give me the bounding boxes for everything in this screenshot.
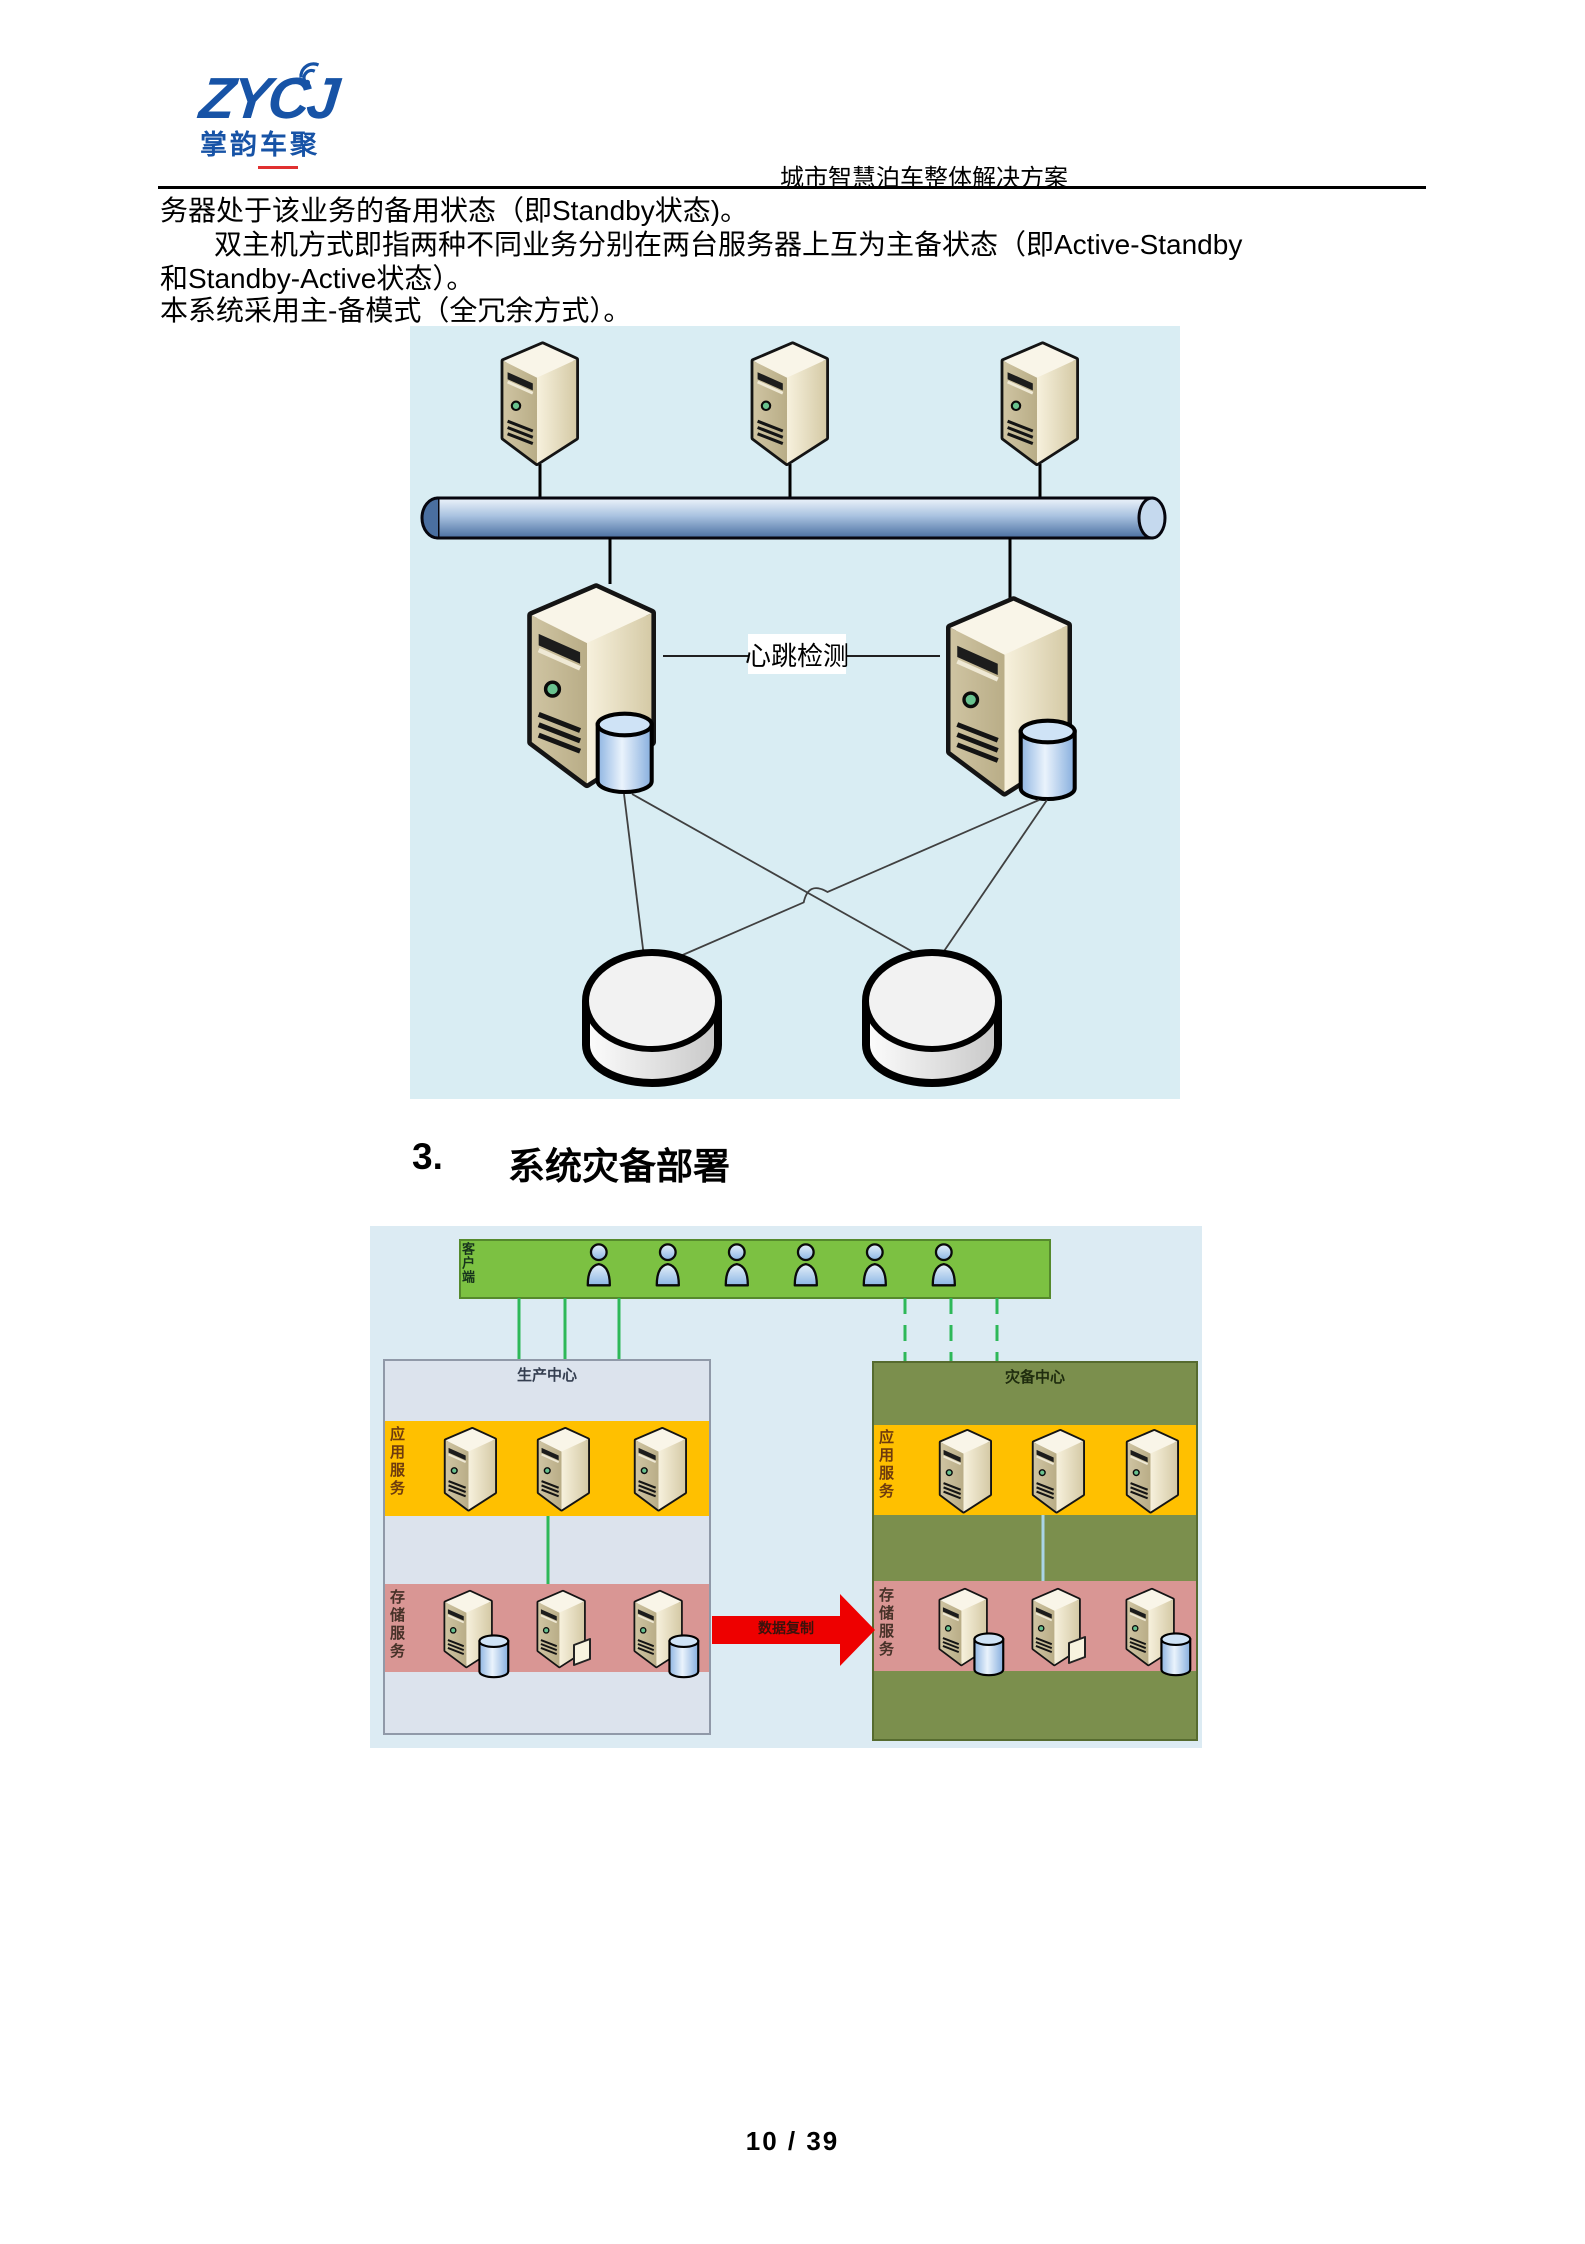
paragraph: 本系统采用主-备模式（全冗余方式）。	[160, 295, 632, 326]
storage-links	[623, 793, 1048, 958]
logo-red-accent	[258, 166, 298, 169]
database-icon	[1021, 721, 1075, 799]
header-rule	[158, 186, 1426, 189]
client-links	[517, 1298, 999, 1368]
signal-icon	[299, 62, 320, 86]
replication-arrow	[712, 1594, 875, 1666]
disaster-center-title: 灾备中心	[1004, 1369, 1065, 1386]
storage-service-label: 存储服务	[877, 1587, 894, 1659]
disaster-recovery-diagram	[370, 1226, 1202, 1748]
client-bar-label: 客户端	[460, 1242, 475, 1284]
server-icon	[443, 1426, 498, 1512]
heartbeat-label: 心跳检测	[745, 634, 849, 674]
connector-line	[538, 464, 1042, 500]
replication-label: 数据复制	[758, 1620, 814, 1636]
paragraph: 和Standby-Active状态）。	[160, 263, 475, 294]
production-center-title: 生产中心	[516, 1367, 577, 1384]
page-number: 10 / 39	[745, 2126, 840, 2156]
section-heading: 3. 系统灾备部署	[412, 1136, 730, 1190]
logo: ZYCJ 掌韵车聚	[197, 62, 340, 169]
server-icon	[536, 1426, 590, 1512]
storage-server-icon	[1031, 1587, 1086, 1667]
app-service-label: 应用服务	[877, 1429, 894, 1501]
storage-cylinder-icon	[586, 953, 718, 1083]
paragraph: 务器处于该业务的备用状态（即Standby状态)。	[160, 195, 749, 226]
logo-subtext: 掌韵车聚	[200, 130, 320, 160]
server-icon	[938, 1428, 992, 1514]
disaster-center-block	[872, 1361, 1198, 1741]
ha-cluster-diagram	[410, 326, 1180, 1099]
database-icon	[598, 714, 652, 792]
app-service-label: 应用服务	[388, 1426, 405, 1498]
storage-server-icon	[536, 1589, 591, 1669]
heading-number: 3.	[412, 1136, 443, 1177]
storage-cylinder-icon	[866, 953, 998, 1083]
production-center-block	[383, 1359, 711, 1735]
server-icon	[1031, 1428, 1085, 1514]
server-icon	[753, 344, 826, 463]
heading-title: 系统灾备部署	[508, 1146, 730, 1187]
server-icon	[633, 1426, 687, 1512]
client-bar	[459, 1239, 1051, 1299]
server-icon	[503, 344, 576, 463]
server-icon	[1003, 344, 1076, 463]
server-icon	[1125, 1428, 1179, 1514]
network-bus-pipe	[420, 496, 1167, 540]
storage-service-label: 存储服务	[388, 1589, 405, 1661]
paragraph: 双主机方式即指两种不同业务分别在两台服务器上互为主备状态（即Active-Sta…	[214, 229, 1243, 260]
